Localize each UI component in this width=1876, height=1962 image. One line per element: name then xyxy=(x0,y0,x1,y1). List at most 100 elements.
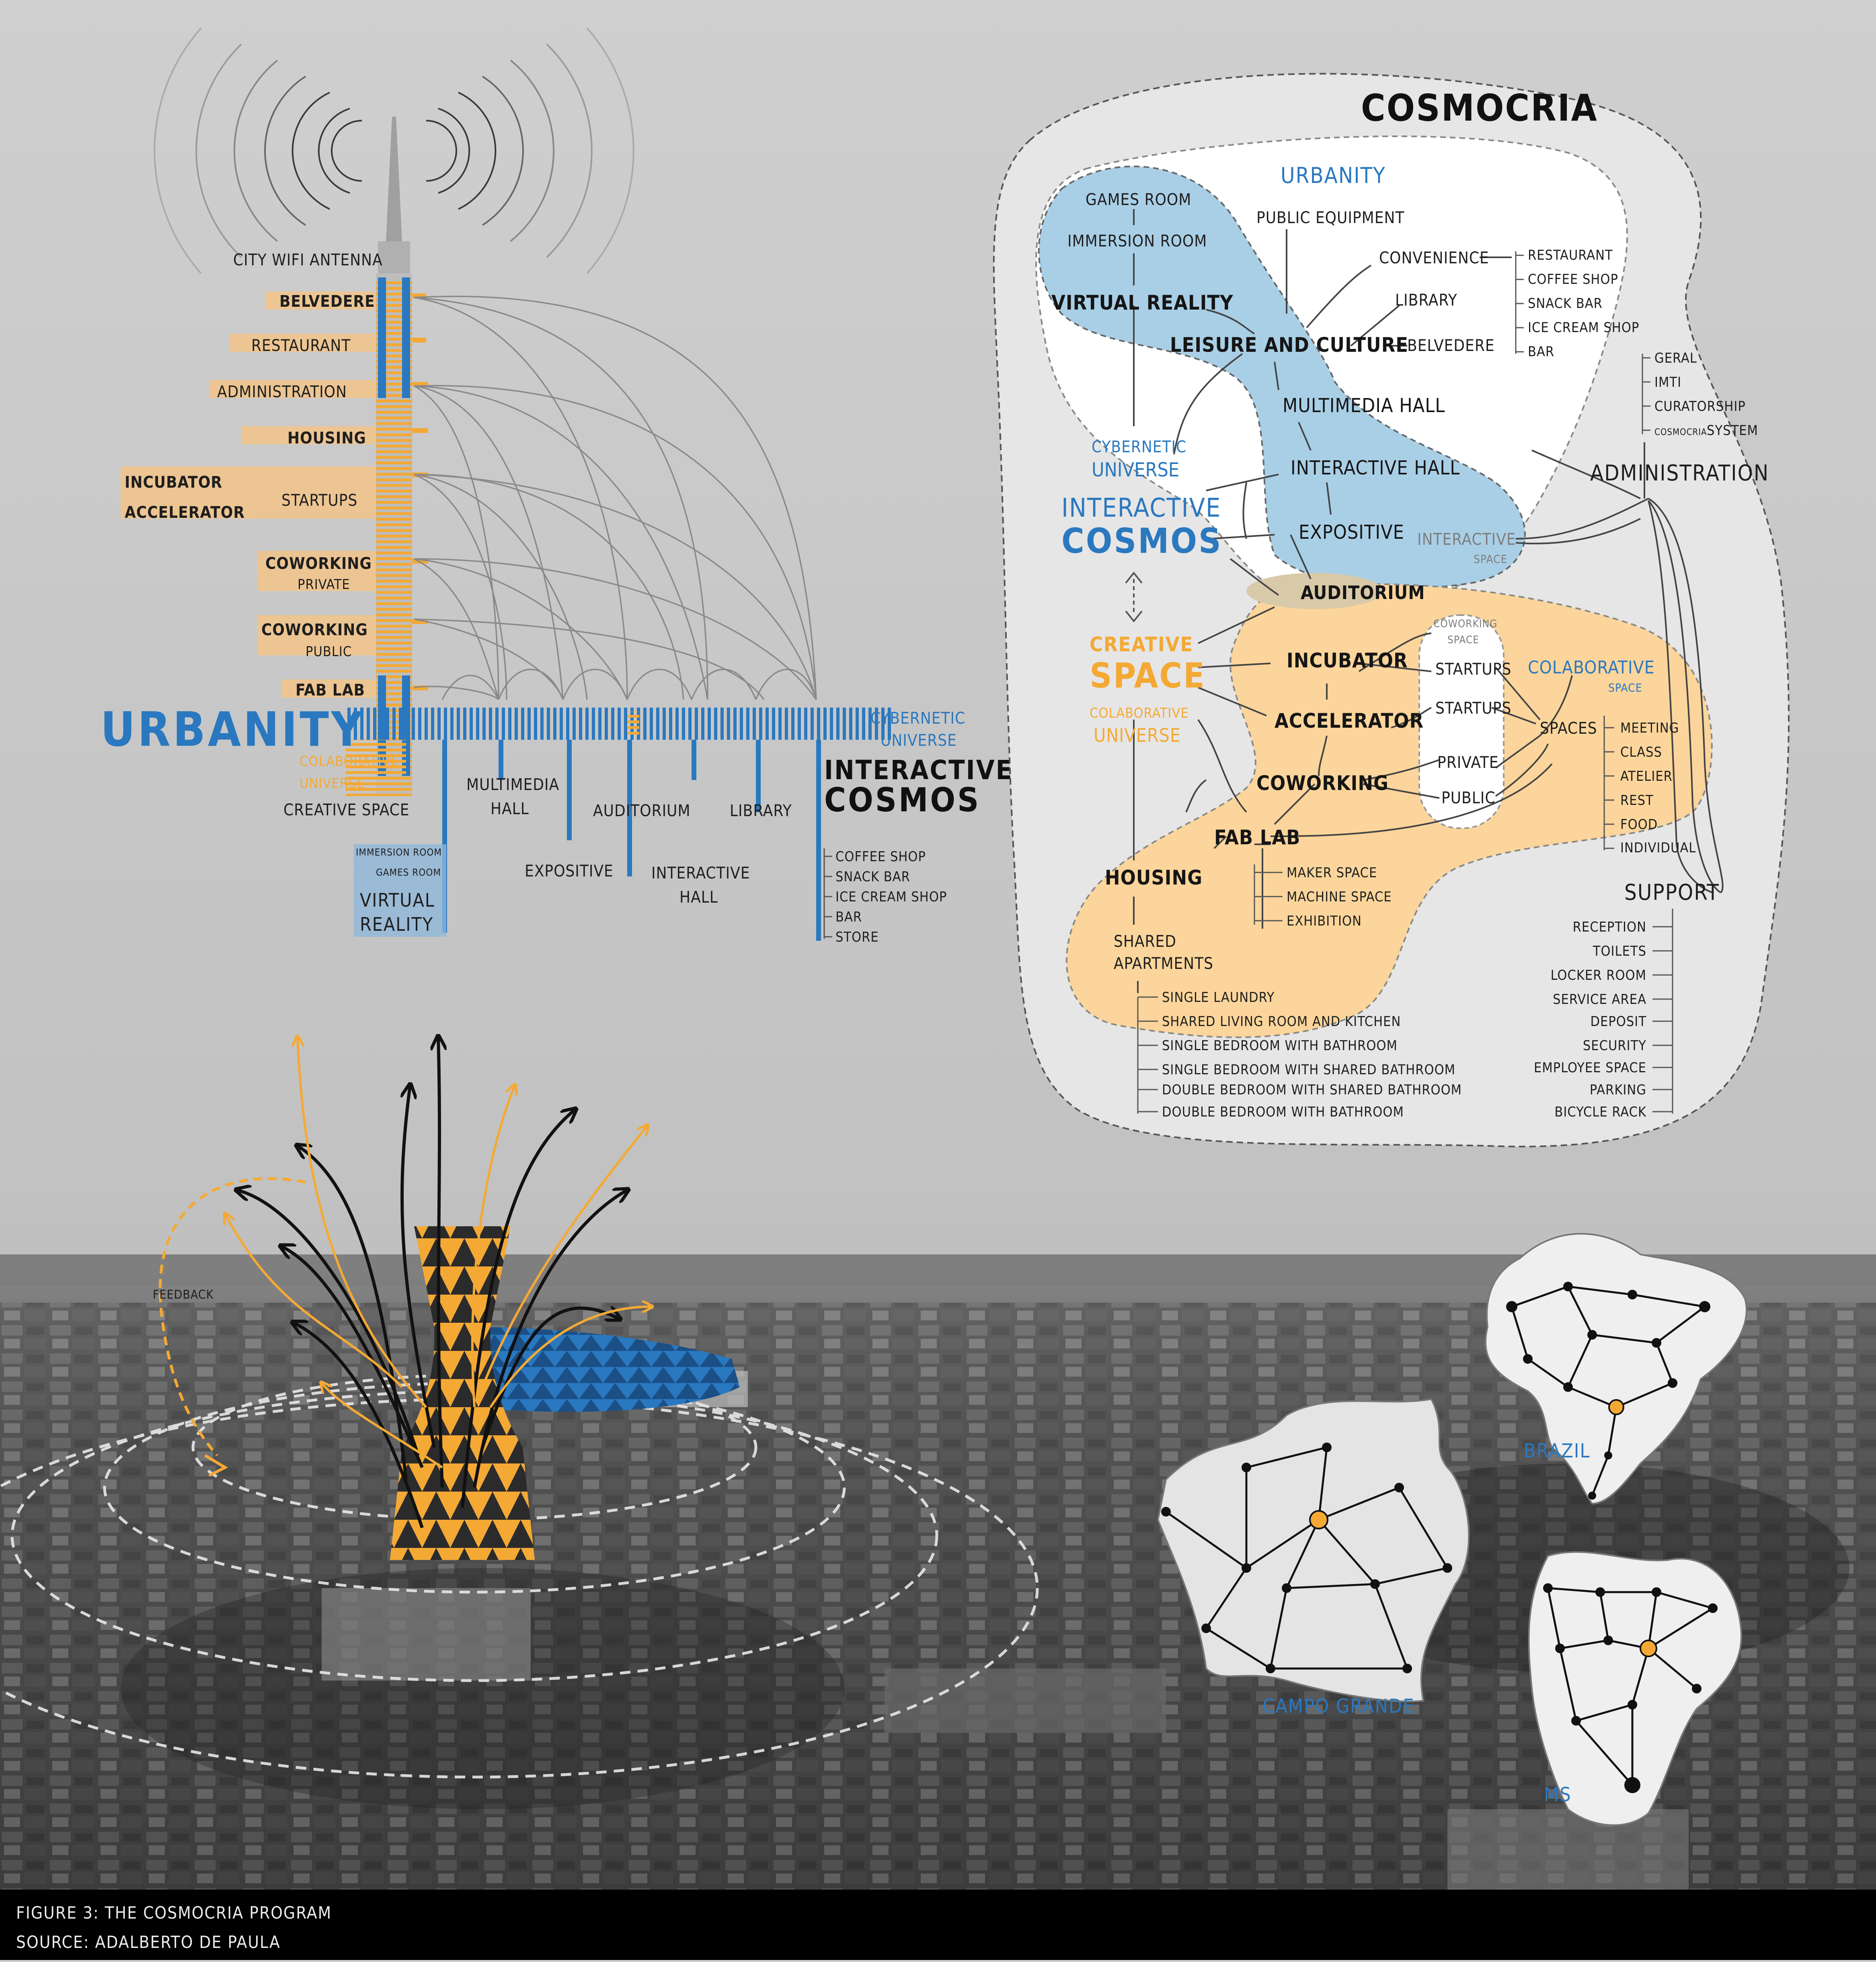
coworking-node: COWORKING xyxy=(1256,772,1389,795)
support-item: DEPOSIT xyxy=(1590,1014,1646,1030)
housing-item: SINGLE BEDROOM WITH SHARED BATHROOM xyxy=(1162,1062,1455,1078)
tower-coworking-private-label: COWORKING xyxy=(265,554,372,573)
spaces-item: REST xyxy=(1620,792,1654,809)
cybernetic-node-1: CYBERNETIC xyxy=(1092,438,1186,456)
coworking-space-capsule xyxy=(1418,614,1504,829)
admin-item-system: SYSTEM xyxy=(1707,423,1758,439)
tower-coworking-public-label: COWORKING xyxy=(261,621,368,639)
admin-item: GERAL xyxy=(1654,350,1697,366)
colab-universe-node-1: COLABORATIVE xyxy=(1090,705,1189,721)
fablab-list: MAKER SPACE MACHINE SPACE EXHIBITION xyxy=(1287,865,1392,929)
fablab-item: MACHINE SPACE xyxy=(1287,889,1392,905)
creative-space-node-1: CREATIVE xyxy=(1090,633,1193,656)
accelerator-node: ACCELERATOR xyxy=(1275,709,1424,733)
tower-belvedere-label: BELVEDERE xyxy=(279,292,375,311)
caption-bar xyxy=(0,1890,1876,1960)
support-item: SERVICE AREA xyxy=(1553,991,1646,1008)
coworking-space-label-1: COWORKING xyxy=(1433,618,1497,630)
library-label: LIBRARY xyxy=(730,802,792,820)
housing-item: DOUBLE BEDROOM WITH SHARED BATHROOM xyxy=(1162,1082,1462,1098)
spaces-item: FOOD xyxy=(1620,817,1658,833)
games-room-label: GAMES ROOM xyxy=(376,867,441,878)
feedback-loop xyxy=(158,1177,306,1457)
games-room-node: GAMES ROOM xyxy=(1086,191,1191,209)
administration-node: ADMINISTRATION xyxy=(1590,460,1769,486)
administration-list: GERAL IMTI CURATORSHIP COSMOCRIA SYSTEM xyxy=(1654,350,1758,439)
startups-node-2: STARTUPS xyxy=(1435,699,1511,718)
creative-space-node-2: SPACE xyxy=(1090,656,1206,696)
brazil-label: BRAZIL xyxy=(1524,1440,1591,1462)
convenience-item: BAR xyxy=(1528,344,1554,360)
spaces-item: CLASS xyxy=(1620,744,1662,760)
convenience-item: RESTAURANT xyxy=(1528,247,1613,263)
admin-item: IMTI xyxy=(1654,374,1681,390)
library-node: LIBRARY xyxy=(1395,291,1457,310)
fablab-item: MAKER SPACE xyxy=(1287,865,1377,881)
campo-grande-label: CAMPO GRANDE xyxy=(1262,1695,1415,1718)
multimedia-hall-node: MULTIMEDIA HALL xyxy=(1283,394,1445,417)
spaces-item: INDIVIDUAL xyxy=(1620,840,1696,856)
tower-startups-label: STARTUPS xyxy=(281,491,357,510)
interactive-space-node-2: SPACE xyxy=(1474,552,1508,566)
admin-item-cosmocria: COSMOCRIA xyxy=(1654,427,1707,437)
shared-node-2: APARTMENTS xyxy=(1114,954,1213,973)
cosmocria-title: COSMOCRIA xyxy=(1361,86,1598,129)
tower-private-label: PRIVATE xyxy=(298,577,350,593)
tower-diagram: CITY WIFI ANTENNA BELVEDERE RESTAURANT A… xyxy=(101,27,1013,945)
shop-item: BAR xyxy=(835,909,862,925)
housing-item: SHARED LIVING ROOM AND KITCHEN xyxy=(1162,1014,1401,1030)
ms-label: MS xyxy=(1544,1783,1572,1806)
auditorium-node: AUDITORIUM xyxy=(1301,582,1425,603)
convenience-item: SNACK BAR xyxy=(1528,296,1603,312)
tower-public-label: PUBLIC xyxy=(306,644,352,660)
interactive-hall-label-1: INTERACTIVE xyxy=(651,864,750,882)
interactive-label: INTERACTIVE xyxy=(824,755,1013,786)
cosmocria-diagram: COSMOCRIA URBANITY PUBLIC EQUIPMENT GAME… xyxy=(993,73,1790,1147)
colab-universe-label-1: COLABORATIVE xyxy=(300,753,399,770)
spaces-list: MEETING CLASS ATELIER REST FOOD INDIVIDU… xyxy=(1620,720,1696,856)
immersion-room-node: IMMERSION ROOM xyxy=(1067,232,1207,250)
city-tower-overlay: FEEDBACK xyxy=(0,1037,1039,1779)
creative-blob xyxy=(1066,583,1713,1038)
urbanity-heading: URBANITY xyxy=(1281,163,1386,188)
spaces-node: SPACES xyxy=(1540,719,1597,738)
fablab-item: EXHIBITION xyxy=(1287,913,1362,929)
cosmocria-brackets xyxy=(1137,251,1673,1114)
creative-space-label: CREATIVE SPACE xyxy=(283,801,410,819)
cosmos-label: COSMOS xyxy=(824,781,981,819)
interactive-cosmos-node-1: INTERACTIVE xyxy=(1061,493,1221,523)
immersion-room-label: IMMERSION ROOM xyxy=(356,847,442,858)
vr-band xyxy=(354,844,446,937)
support-list: RECEPTION TOILETS LOCKER ROOM SERVICE AR… xyxy=(1534,919,1646,1120)
belvedere-node: BELVEDERE xyxy=(1407,337,1495,355)
virtual-reality-node: VIRTUAL REALITY xyxy=(1051,291,1234,314)
tower-housing-label: HOUSING xyxy=(287,429,366,447)
support-item: EMPLOYEE SPACE xyxy=(1534,1060,1646,1076)
colab-universe-label-2: UNIVERSE xyxy=(300,776,365,792)
support-item: LOCKER ROOM xyxy=(1551,967,1646,983)
support-node: SUPPORT xyxy=(1624,880,1720,905)
hall-label: HALL xyxy=(491,800,529,818)
housing-item: SINGLE BEDROOM WITH BATHROOM xyxy=(1162,1038,1398,1054)
cybernetic-label: CYBERNETIC xyxy=(870,709,965,728)
campo-grande-map: CAMPO GRANDE xyxy=(1157,1398,1470,1718)
housing-item: DOUBLE BEDROOM WITH BATHROOM xyxy=(1162,1104,1404,1120)
support-item: PARKING xyxy=(1590,1082,1646,1098)
shop-item: STORE xyxy=(835,929,879,945)
tower-antenna-label: CITY WIFI ANTENNA xyxy=(233,251,383,269)
maps: CAMPO GRANDE BRAZIL xyxy=(1157,1233,1747,1826)
ground-hatch xyxy=(346,708,893,740)
public-node: PUBLIC xyxy=(1441,789,1496,807)
cosmocria-lines xyxy=(1133,209,1724,993)
tower-accelerator-label: ACCELERATOR xyxy=(125,503,245,522)
support-item: TOILETS xyxy=(1593,943,1646,959)
virtual-label: VIRTUAL xyxy=(360,889,435,911)
connection-arcs xyxy=(414,296,817,700)
housing-node: HOUSING xyxy=(1105,866,1203,889)
tower-incubator-label: INCUBATOR xyxy=(125,473,222,492)
shop-list: COFFEE SHOP SNACK BAR ICE CREAM SHOP BAR… xyxy=(823,848,946,945)
housing-list: SINGLE LAUNDRY SHARED LIVING ROOM AND KI… xyxy=(1162,989,1462,1120)
universe-label: UNIVERSE xyxy=(881,731,957,750)
